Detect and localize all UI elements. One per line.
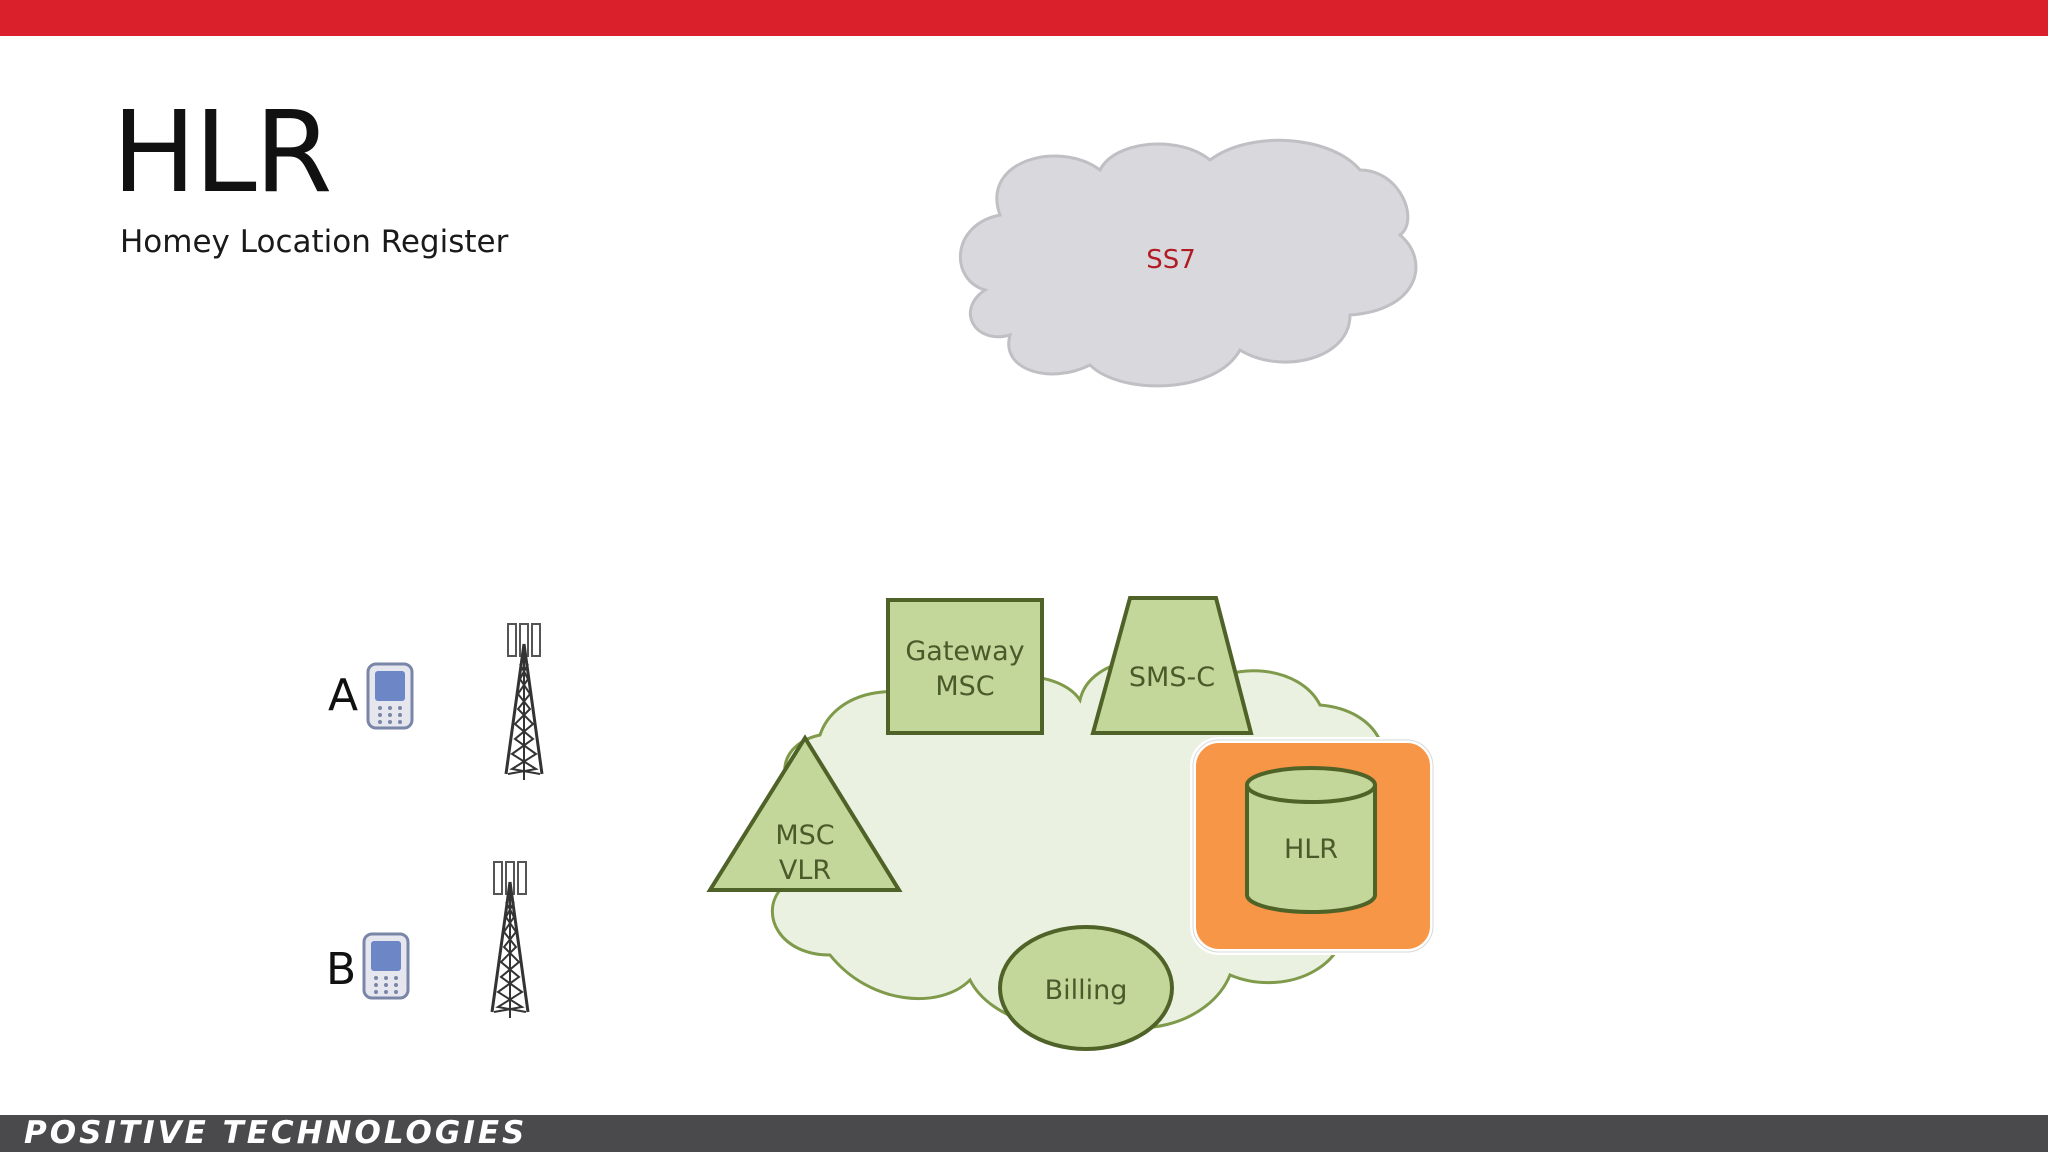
gateway-msc-label-line1: Gateway (905, 636, 1024, 667)
phone-icon (366, 662, 414, 730)
ss7-cloud: SS7 (959, 138, 1418, 388)
subscriber-b-label: B (326, 944, 356, 995)
msc-vlr-node: MSC VLR (706, 734, 903, 892)
footer-bar (0, 1115, 2048, 1152)
brand-logo-text: POSITIVE TECHNOLOGIES (24, 1115, 528, 1151)
hlr-label: HLR (1284, 834, 1338, 865)
gateway-msc-node: Gateway MSC (886, 598, 1044, 735)
subscriber-a: A (328, 662, 414, 730)
sms-c-label: SMS-C (1129, 662, 1215, 693)
slide-title: HLR (112, 88, 332, 218)
slide-subtitle: Homey Location Register (120, 224, 509, 260)
msc-vlr-label-line1: MSC (775, 820, 834, 851)
subscriber-b: B (326, 932, 410, 1000)
subscriber-a-label: A (328, 670, 358, 721)
cell-tower-icon (504, 623, 544, 780)
top-accent-bar (0, 0, 2048, 36)
cloud-icon (959, 138, 1418, 388)
msc-vlr-label-line2: VLR (779, 855, 831, 886)
gateway-msc-label-line2: MSC (935, 671, 994, 702)
cell-tower-icon (490, 861, 530, 1018)
billing-node: Billing (998, 925, 1174, 1051)
billing-label: Billing (1045, 975, 1128, 1006)
ss7-label: SS7 (1146, 245, 1196, 275)
phone-icon (362, 932, 410, 1000)
sms-c-node: SMS-C (1090, 596, 1254, 735)
hlr-node: HLR (1190, 737, 1436, 955)
database-icon (1245, 766, 1377, 914)
